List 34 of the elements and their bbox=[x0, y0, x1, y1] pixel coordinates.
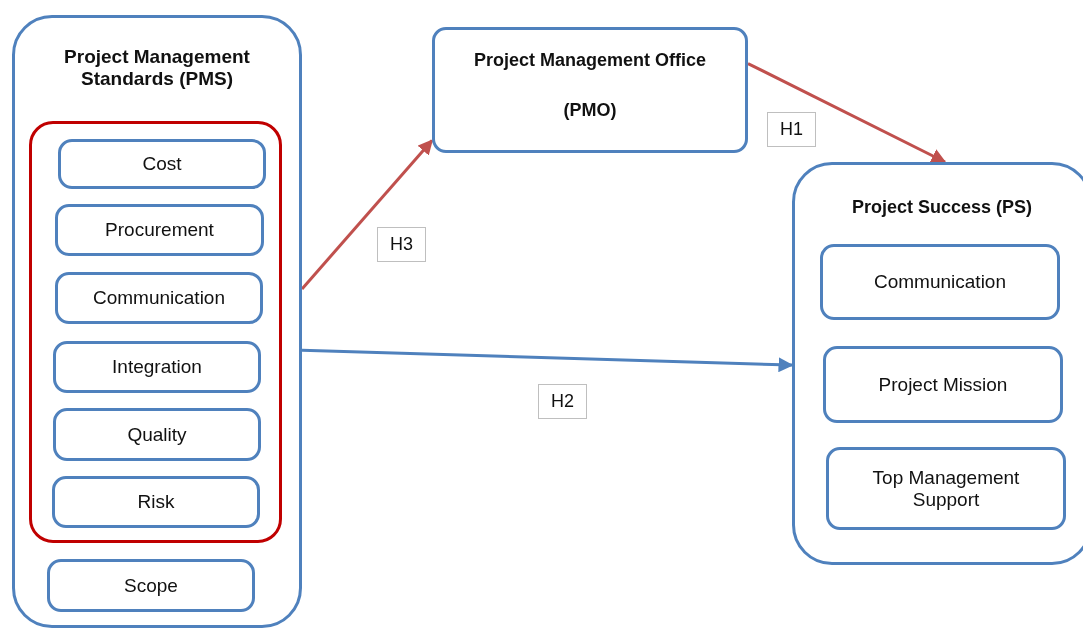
arrow bbox=[301, 348, 794, 373]
edge-label: H3 bbox=[377, 227, 426, 262]
box-label: Top Management Support bbox=[871, 466, 1021, 511]
box bbox=[53, 408, 261, 461]
arrow bbox=[300, 139, 434, 290]
heading: Project Success (PS) bbox=[850, 197, 1034, 218]
box-label: Communication bbox=[873, 271, 1007, 293]
box-label: Quality bbox=[126, 423, 188, 446]
box bbox=[820, 244, 1060, 320]
box-label: Communication bbox=[92, 287, 226, 309]
box-label: Cost bbox=[141, 153, 183, 175]
box bbox=[826, 447, 1066, 530]
box bbox=[52, 476, 260, 528]
box bbox=[47, 559, 255, 612]
group-box bbox=[792, 162, 1083, 565]
heading: (PMO) bbox=[562, 100, 618, 121]
box bbox=[58, 139, 266, 189]
edge-label: H1 bbox=[767, 112, 816, 147]
box bbox=[55, 272, 263, 324]
edge-label: H2 bbox=[538, 384, 587, 419]
box bbox=[55, 204, 264, 256]
box-label: Project Mission bbox=[877, 373, 1009, 396]
box-label: Integration bbox=[111, 356, 203, 378]
group-box bbox=[12, 15, 302, 628]
group-box bbox=[29, 121, 282, 543]
arrow bbox=[747, 62, 947, 164]
box bbox=[53, 341, 261, 393]
box bbox=[432, 27, 748, 153]
box-label: Scope bbox=[123, 574, 179, 597]
box-label: Risk bbox=[136, 491, 176, 513]
heading: Project Management Office bbox=[472, 50, 708, 71]
heading: Project Management Standards (PMS) bbox=[63, 46, 251, 90]
box-label: Procurement bbox=[104, 219, 215, 241]
box bbox=[823, 346, 1063, 423]
